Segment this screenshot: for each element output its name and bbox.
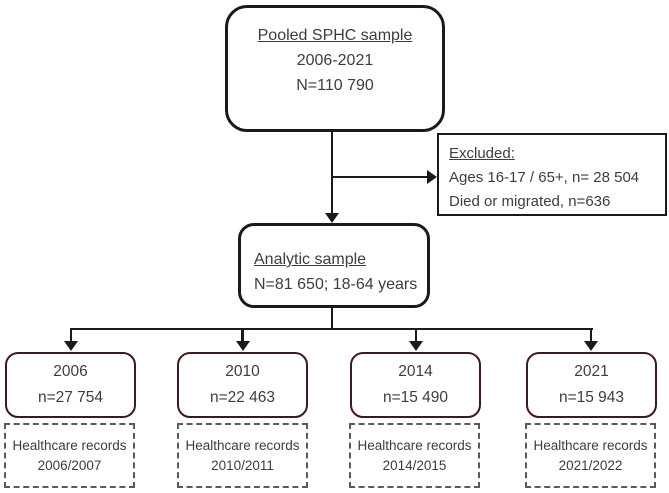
connector-pooled-to-analytic xyxy=(330,132,333,214)
records-years: 2021/2022 xyxy=(558,457,623,473)
connector-branch-to-excluded xyxy=(332,175,428,178)
analytic-sample-box: Analytic sample N=81 650; 18-64 years xyxy=(238,223,430,308)
excluded-title: Excluded: xyxy=(449,145,515,162)
analytic-sample-n: N=81 650; 18-64 years xyxy=(254,276,418,293)
records-box-2006: Healthcare records 2006/2007 xyxy=(4,423,135,488)
records-label: Healthcare records xyxy=(357,437,472,453)
year-n: n=22 463 xyxy=(209,389,276,406)
records-years: 2006/2007 xyxy=(37,457,102,473)
year-label: 2006 xyxy=(53,363,88,380)
excluded-box: Excluded: Ages 16-17 / 65+, n= 28 504 Di… xyxy=(437,133,667,216)
records-box-2010: Healthcare records 2010/2011 xyxy=(177,423,308,488)
records-years: 2010/2011 xyxy=(211,457,274,473)
year-label: 2010 xyxy=(225,363,260,380)
year-label: 2014 xyxy=(398,363,433,380)
tree-drop-2006 xyxy=(69,328,73,342)
year-label: 2021 xyxy=(574,363,609,380)
records-box-2021: Healthcare records 2021/2022 xyxy=(525,423,656,488)
arrowhead-into-analytic xyxy=(325,213,339,223)
year-box-2021: 2021 n=15 943 xyxy=(526,352,657,418)
arrowhead-into-excluded xyxy=(427,170,437,184)
arrowhead-into-2006 xyxy=(64,341,78,351)
connector-analytic-to-tree xyxy=(330,307,333,329)
arrowhead-into-2010 xyxy=(235,341,250,351)
year-box-2006: 2006 n=27 754 xyxy=(5,352,136,418)
tree-drop-2021 xyxy=(589,328,593,342)
tree-drop-2010 xyxy=(241,328,244,342)
tree-drop-2014 xyxy=(414,328,418,342)
arrowhead-into-2021 xyxy=(584,341,598,351)
tree-horizontal-line xyxy=(70,327,593,330)
year-box-2010: 2010 n=22 463 xyxy=(177,352,308,418)
excluded-died-line: Died or migrated, n=636 xyxy=(449,193,611,210)
year-n: n=15 490 xyxy=(382,389,449,406)
year-n: n=15 943 xyxy=(558,389,625,406)
year-n: n=27 754 xyxy=(37,389,104,406)
records-label: Healthcare records xyxy=(533,437,648,453)
excluded-ages-line: Ages 16-17 / 65+, n= 28 504 xyxy=(449,169,640,186)
records-box-2014: Healthcare records 2014/2015 xyxy=(349,423,480,488)
records-years: 2014/2015 xyxy=(382,457,447,473)
pooled-sample-n: N=110 790 xyxy=(296,77,374,94)
pooled-sample-title: Pooled SPHC sample xyxy=(257,27,413,44)
pooled-sample-box: Pooled SPHC sample 2006-2021 N=110 790 xyxy=(225,5,445,132)
year-box-2014: 2014 n=15 490 xyxy=(350,352,481,418)
arrowhead-into-2014 xyxy=(409,341,423,351)
records-label: Healthcare records xyxy=(185,437,300,453)
analytic-sample-title: Analytic sample xyxy=(254,251,367,268)
pooled-sample-years: 2006-2021 xyxy=(296,52,374,69)
records-label: Healthcare records xyxy=(12,437,127,453)
